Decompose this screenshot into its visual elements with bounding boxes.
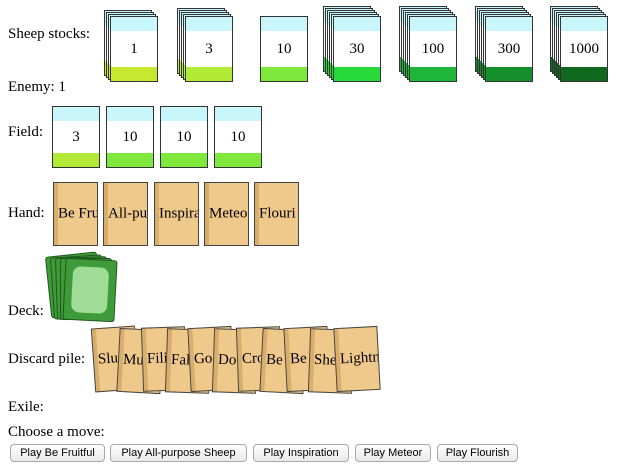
card-grass: [186, 67, 232, 81]
card-grass: [111, 67, 157, 81]
sheep-stock-card[interactable]: 300: [485, 16, 533, 82]
card-grass: [53, 153, 99, 167]
discard-card-title: Slu: [97, 350, 119, 368]
discard-card-title: Lightn: [339, 349, 381, 368]
sheep-value: 10: [276, 40, 292, 57]
field-sheep-card[interactable]: 10: [214, 106, 262, 168]
discard-card-title: She: [313, 351, 337, 369]
card-grass: [215, 153, 261, 167]
play-move-button[interactable]: Play Meteor: [355, 444, 431, 462]
exile-label: Exile:: [8, 399, 44, 415]
card-sky: [186, 17, 232, 31]
sheep-stock-card[interactable]: 10: [260, 16, 308, 82]
sheep-value: 10: [176, 128, 192, 145]
discard-card-title: Go: [193, 350, 213, 368]
hand-card-title: Meteo: [209, 205, 248, 222]
hand-card-title: Be Fru: [58, 205, 98, 222]
card-sky: [111, 17, 157, 31]
choose-move-label: Choose a move:: [8, 424, 105, 440]
card-sky: [561, 17, 607, 31]
hand-card-title: All-pu: [108, 205, 148, 222]
sheep-value: 3: [205, 40, 213, 57]
hand-card[interactable]: Meteo: [204, 182, 249, 246]
play-move-button[interactable]: Play All-purpose Sheep: [110, 444, 247, 462]
deck-label: Deck:: [8, 303, 44, 319]
hand-card[interactable]: Flouri: [254, 182, 299, 246]
card-sky: [486, 17, 532, 31]
discard-card-title: Be: [265, 351, 284, 369]
card-sky: [161, 107, 207, 121]
field-label: Field:: [8, 124, 44, 140]
card-sky: [410, 17, 456, 31]
card-sky: [215, 107, 261, 121]
sheep-value: 3: [72, 128, 80, 145]
field-sheep-card[interactable]: 10: [160, 106, 208, 168]
field-sheep-card[interactable]: 10: [106, 106, 154, 168]
sheep-stock-card[interactable]: 100: [409, 16, 457, 82]
discard-card: Lightn: [333, 325, 381, 393]
hand-card[interactable]: Inspira: [154, 182, 199, 246]
sheep-value: 10: [230, 128, 246, 145]
card-sky: [261, 17, 307, 31]
card-grass: [161, 153, 207, 167]
sheep-stock-card[interactable]: 1: [110, 16, 158, 82]
card-sky: [53, 107, 99, 121]
sheep-value: 10: [122, 128, 138, 145]
play-move-button[interactable]: Play Flourish: [437, 444, 518, 462]
sheep-value: 30: [349, 40, 365, 57]
sheep-stock-card[interactable]: 30: [333, 16, 381, 82]
enemy-label: Enemy: 1: [8, 79, 66, 95]
hand-card-title: Flouri: [259, 205, 296, 222]
discard-card-title: Do: [217, 351, 237, 369]
discard-label: Discard pile:: [8, 351, 86, 367]
hand-card[interactable]: All-pu: [103, 182, 148, 246]
hand-card-title: Inspira: [159, 205, 199, 222]
card-sky: [107, 107, 153, 121]
deck-card: [62, 257, 118, 323]
card-grass: [107, 153, 153, 167]
play-move-button[interactable]: Play Be Fruitful: [10, 444, 105, 462]
sheep-value: 1: [130, 40, 138, 57]
discard-card-title: Be: [289, 350, 308, 368]
card-grass: [334, 67, 380, 81]
sheep-value: 300: [497, 40, 521, 57]
hand-label: Hand:: [8, 205, 45, 221]
card-grass: [410, 67, 456, 81]
card-grass: [486, 67, 532, 81]
deck-card-back: [70, 266, 110, 314]
play-move-button[interactable]: Play Inspiration: [253, 444, 349, 462]
sheep-value: 1000: [569, 40, 599, 57]
sheep-stock-card[interactable]: 3: [185, 16, 233, 82]
sheep-stocks-label: Sheep stocks:: [8, 26, 91, 42]
card-sky: [334, 17, 380, 31]
sheep-value: 100: [421, 40, 445, 57]
card-grass: [561, 67, 607, 81]
hand-card[interactable]: Be Fru: [53, 182, 98, 246]
sheep-stock-card[interactable]: 1000: [560, 16, 608, 82]
discard-card-title: Fal: [170, 351, 191, 369]
field-sheep-card[interactable]: 3: [52, 106, 100, 168]
card-grass: [261, 67, 307, 81]
